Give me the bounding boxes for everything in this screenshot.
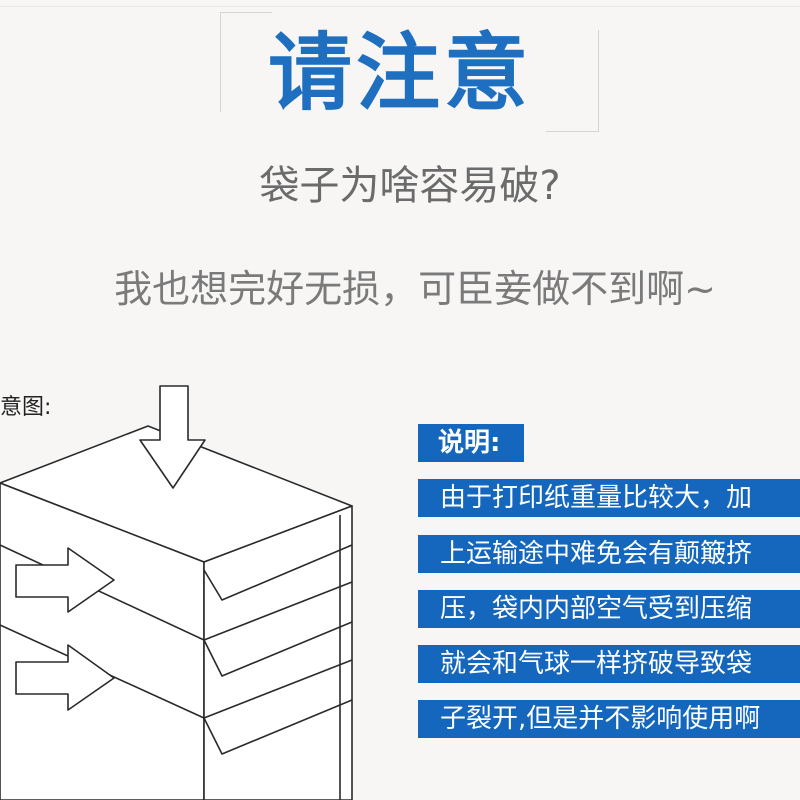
- page-subtitle: 袋子为啥容易破?: [259, 163, 561, 209]
- title-frame-corner-top-left-h: [220, 12, 272, 13]
- title-frame-corner-top-left: [220, 12, 221, 112]
- top-divider: [0, 6, 800, 7]
- explanation-line: 子裂开,但是并不影响使用啊: [418, 700, 800, 738]
- diagram-label: 示意图:: [0, 392, 73, 424]
- explanation-line: 压，袋内内部空气受到压缩: [418, 590, 800, 628]
- box-front-face: [0, 482, 205, 800]
- page-tagline: 我也想完好无损，可臣妾做不到啊~: [114, 267, 716, 311]
- explanation-line: 由于打印纸重量比较大，加: [418, 479, 800, 517]
- explanation-heading: 说明:: [418, 424, 524, 462]
- arrow-right-icon: [15, 547, 115, 613]
- explanation-line: 上运输途中难免会有颠簸挤: [418, 535, 800, 573]
- ream-flap-2b: [203, 659, 353, 719]
- explanation-line: 就会和气球一样挤破导致袋: [418, 645, 800, 683]
- ream-flap-3: [203, 699, 353, 755]
- arrow-down-icon: [139, 385, 206, 489]
- ream-flap-1: [203, 544, 353, 601]
- title-frame-corner-bottom-right: [598, 30, 599, 132]
- ream-line-1: [0, 544, 205, 641]
- ream-flap-2: [203, 621, 353, 677]
- arrow-right-icon: [15, 644, 115, 711]
- paper-box-diagram: [0, 385, 353, 800]
- ream-flap-1b: [203, 581, 353, 641]
- page-title: 请注意: [267, 24, 532, 122]
- diagram-label-text: 示意图:: [0, 395, 52, 420]
- title-frame-corner-bottom-right-h: [546, 131, 599, 132]
